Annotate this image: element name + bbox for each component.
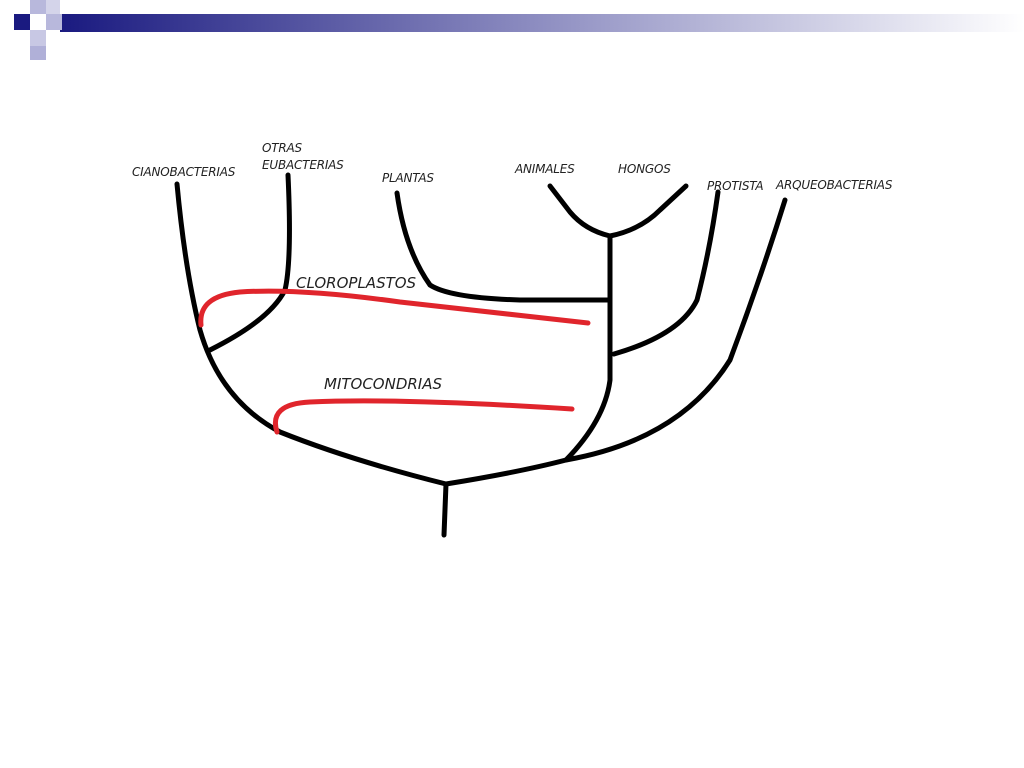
header-square-light-3 — [30, 30, 46, 46]
cloroplastos-transfer-line — [198, 288, 591, 328]
plantas-branch — [394, 190, 613, 303]
header-square-light-2 — [46, 14, 62, 30]
hongos-branch — [607, 183, 689, 239]
label-otras-eubacterias-line2: EUBACTERIAS — [262, 158, 344, 172]
eukaryote-stem-branch — [563, 233, 613, 463]
header-decoration — [14, 0, 1024, 60]
label-cloroplastos: CLOROPLASTOS — [296, 274, 417, 292]
header-gradient-bar — [60, 14, 1024, 32]
mitocondrias-transfer-line — [273, 398, 575, 435]
right-lineage-branch — [443, 197, 788, 487]
protista-branch — [611, 189, 721, 357]
label-hongos: HONGOS — [618, 162, 671, 176]
header-square-light-1 — [30, 0, 46, 14]
label-otras-eubacterias-line1: OTRAS — [262, 141, 303, 155]
label-arqueobacterias: ARQUEOBACTERIAS — [775, 178, 893, 192]
label-cianobacterias: CIANOBACTERIAS — [132, 165, 236, 179]
header-square-light-4 — [46, 0, 60, 14]
label-plantas: PLANTAS — [382, 171, 434, 185]
otras-eubacterias-branch — [207, 172, 292, 353]
animales-branch — [547, 183, 613, 239]
label-animales: ANIMALES — [514, 162, 575, 176]
header-square-dark-1 — [14, 14, 30, 30]
label-mitocondrias: MITOCONDRIAS — [324, 375, 442, 393]
root-branch — [441, 481, 449, 538]
header-square-light-5 — [30, 46, 46, 60]
left-lineage-branch — [174, 181, 449, 487]
label-protista: PROTISTA — [707, 179, 763, 193]
